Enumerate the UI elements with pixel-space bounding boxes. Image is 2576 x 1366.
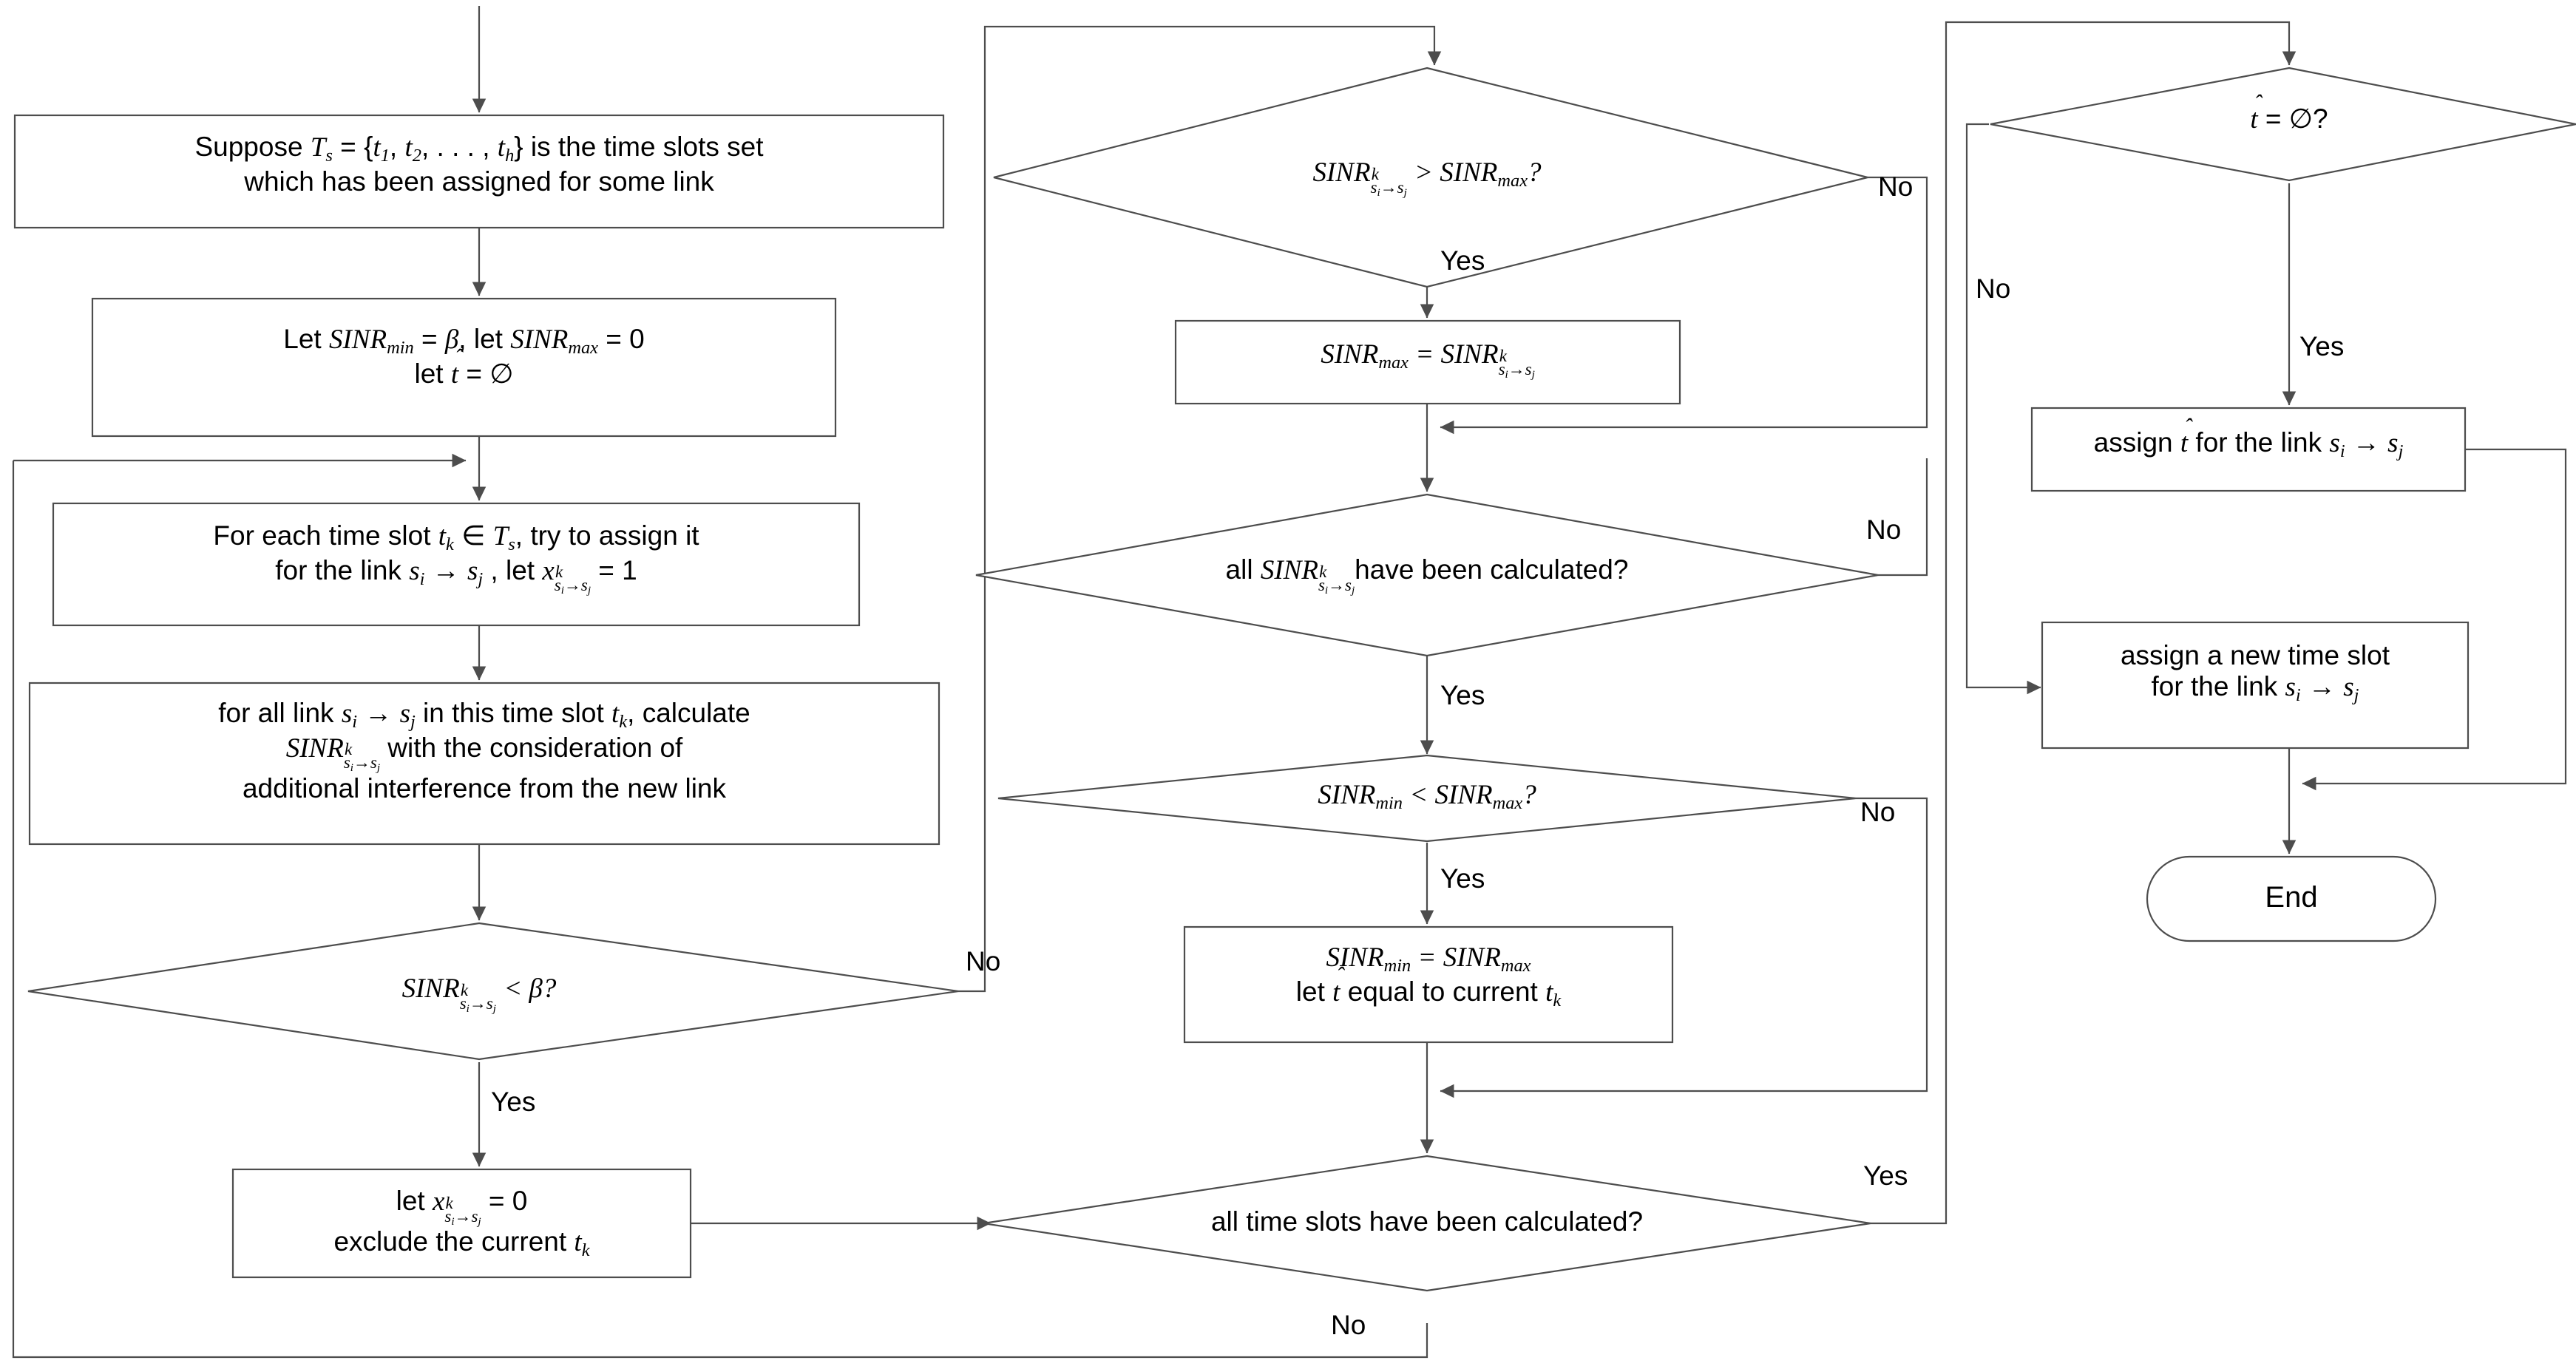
- node-assign-new-slot: [2041, 621, 2470, 750]
- node-init-sinr: [91, 297, 837, 438]
- node-suppose-timeslots: [13, 114, 945, 229]
- edge-allslots-no-rail: [12, 461, 1428, 1359]
- edge-gtmax-no-bypass: [1440, 176, 1928, 435]
- node-set-sinr-max: [1174, 319, 1681, 405]
- edge-allslots-yes-to-that: [1871, 21, 2297, 1225]
- node-decision-all-slots-calculated: [983, 1155, 1871, 1292]
- node-calc-sinr: [28, 682, 940, 846]
- node-set-x-zero: [231, 1168, 692, 1279]
- edge-minmax-no-bypass: [1440, 797, 1928, 1098]
- node-for-each-slot: [52, 502, 861, 627]
- node-end: [2146, 855, 2437, 942]
- edge-assignthat-right: [2465, 448, 2567, 464]
- node-decision-min-lt-max: [997, 754, 1857, 843]
- node-decision-all-sinr-calculated: [975, 493, 1879, 657]
- edge-that-no-to-newslot: [1965, 123, 2041, 695]
- edge-beta-no-to-top-diamond: [983, 25, 1442, 670]
- edge-allsinr-no-up-a: [1878, 458, 1928, 577]
- node-update-min: [1183, 925, 1674, 1044]
- node-assign-that: [2030, 407, 2467, 492]
- node-decision-that-empty: [1990, 67, 2576, 182]
- edge-beta-no-right-up: [958, 670, 986, 993]
- node-decision-sinr-gt-max: [993, 67, 1868, 288]
- node-decision-sinr-lt-beta: [27, 922, 959, 1061]
- edge-assignthat-to-merge: [2302, 464, 2567, 791]
